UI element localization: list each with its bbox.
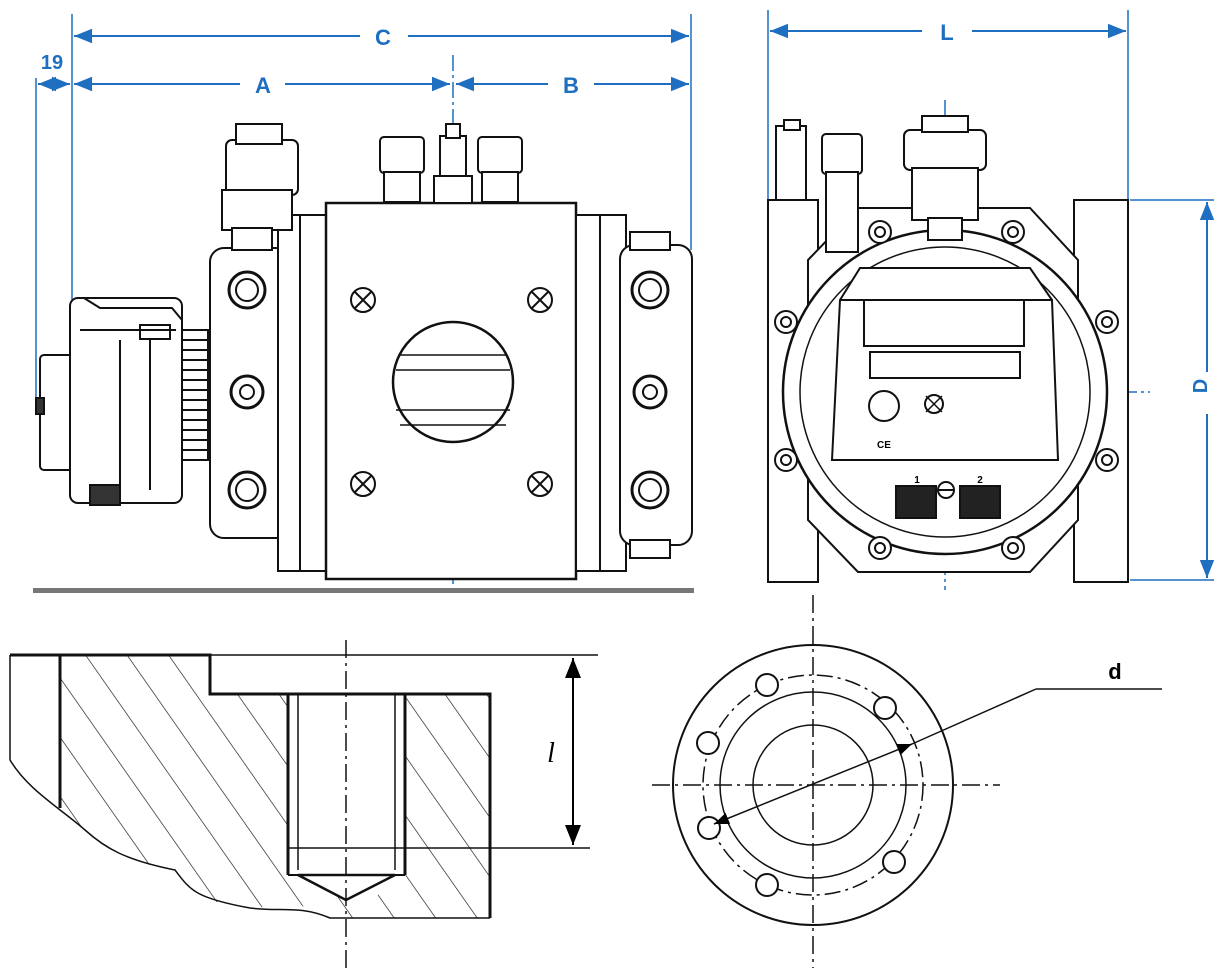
dim-19-label: 19 [41, 52, 63, 74]
bolt-icon [638, 278, 662, 302]
diameter-leader [713, 743, 913, 825]
ce-mark: CE [877, 440, 891, 451]
leader-line [911, 688, 1037, 745]
screw-icon [925, 395, 943, 413]
base-line [33, 588, 694, 593]
meter-body [324, 201, 578, 581]
left-end-cover [209, 123, 327, 572]
dim-c-label: C [375, 25, 391, 50]
electronic-module [35, 297, 209, 506]
housing-bolts [774, 220, 1119, 560]
bolt-icon [642, 384, 658, 400]
bolt-circle [702, 674, 924, 896]
cable-glands [379, 123, 523, 204]
rotor-icon [868, 390, 900, 422]
meter-housing-inner [799, 246, 1091, 538]
diameter-label: d [1108, 659, 1121, 684]
output-connectors [895, 481, 1001, 519]
front-view: C 19 A B [33, 14, 694, 593]
bolt-icon [638, 478, 662, 502]
body-screws [350, 287, 553, 497]
bolt-icon [630, 270, 670, 310]
break-line [9, 655, 490, 919]
bolt-icon [235, 478, 259, 502]
display-window [830, 267, 1060, 461]
bolt-icon [229, 374, 265, 410]
flange-outer-edge [672, 644, 954, 926]
dim-l-label: L [940, 20, 953, 45]
terminal-1-label: 1 [914, 475, 920, 486]
dim-b-label: B [563, 73, 579, 98]
threaded-hole-section: l [9, 640, 598, 968]
dim-a-label: A [255, 73, 271, 98]
bolt-icon [227, 270, 267, 310]
coupling-ribs [182, 339, 208, 451]
depth-label: l [547, 738, 555, 769]
bolt-icon [632, 374, 668, 410]
flange-view: d [652, 595, 1162, 968]
terminal-2-label: 2 [977, 475, 983, 486]
top-fittings [775, 115, 987, 253]
flange-bolt-holes [696, 673, 906, 897]
section-outline [10, 653, 492, 918]
dim-d-label: D [1190, 379, 1212, 393]
side-view: L D [767, 10, 1215, 590]
bolt-icon [235, 278, 259, 302]
bolt-icon [630, 470, 670, 510]
bolt-icon [239, 384, 255, 400]
inlet-opening [391, 320, 515, 444]
bolt-icon [227, 470, 267, 510]
